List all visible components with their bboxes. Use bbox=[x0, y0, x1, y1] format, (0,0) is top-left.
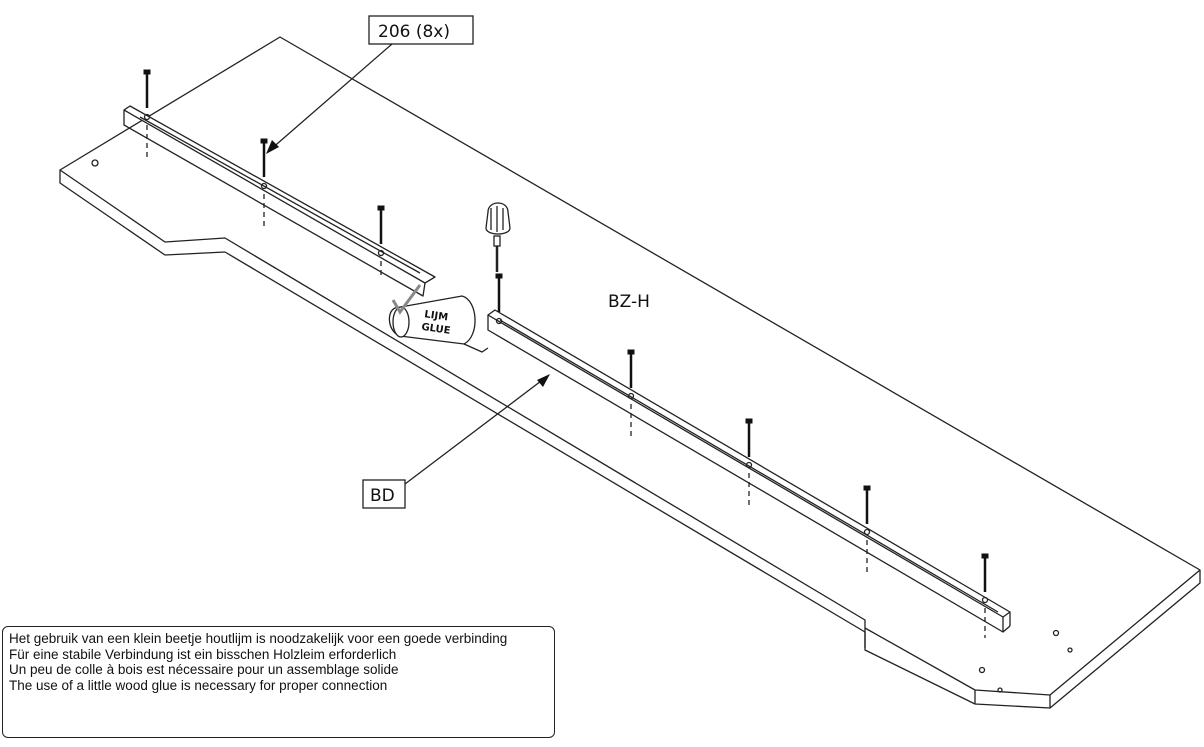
screw-holes bbox=[143, 113, 989, 604]
note-line-nl: Het gebruik van een klein beetje houtlij… bbox=[9, 631, 508, 646]
screw-icon bbox=[981, 553, 989, 592]
callout-screws-text: 206 (8x) bbox=[378, 22, 450, 42]
screw-icon bbox=[745, 418, 753, 457]
panel-label: BZ-H bbox=[608, 292, 650, 312]
alignment-lines bbox=[146, 125, 986, 638]
batten-bd bbox=[123, 105, 1011, 633]
glue-label-line1: LIJM bbox=[424, 309, 449, 323]
glue-instruction-note: Het gebruik van een klein beetje houtlij… bbox=[2, 626, 555, 738]
glue-tube-icon: LIJM GLUE bbox=[388, 284, 489, 353]
callout-batten-text: BD bbox=[370, 486, 395, 506]
glue-label-line2: GLUE bbox=[421, 322, 452, 337]
screw-icon bbox=[377, 205, 385, 244]
note-line-de: Für eine stabile Verbindung ist ein biss… bbox=[9, 646, 397, 662]
screwdriver-icon bbox=[485, 202, 511, 272]
screws bbox=[143, 69, 989, 592]
screw-icon bbox=[260, 138, 268, 177]
screw-icon bbox=[143, 69, 151, 108]
screw-icon bbox=[495, 273, 503, 312]
screw-icon bbox=[863, 485, 871, 524]
screw-icon bbox=[627, 349, 635, 388]
note-line-en: The use of a little wood glue is necessa… bbox=[9, 677, 388, 693]
callout-batten: BD bbox=[362, 374, 550, 509]
note-line-fr: Un peu de colle à bois est nécessaire po… bbox=[9, 662, 399, 678]
callout-screws: 206 (8x) bbox=[266, 15, 474, 154]
